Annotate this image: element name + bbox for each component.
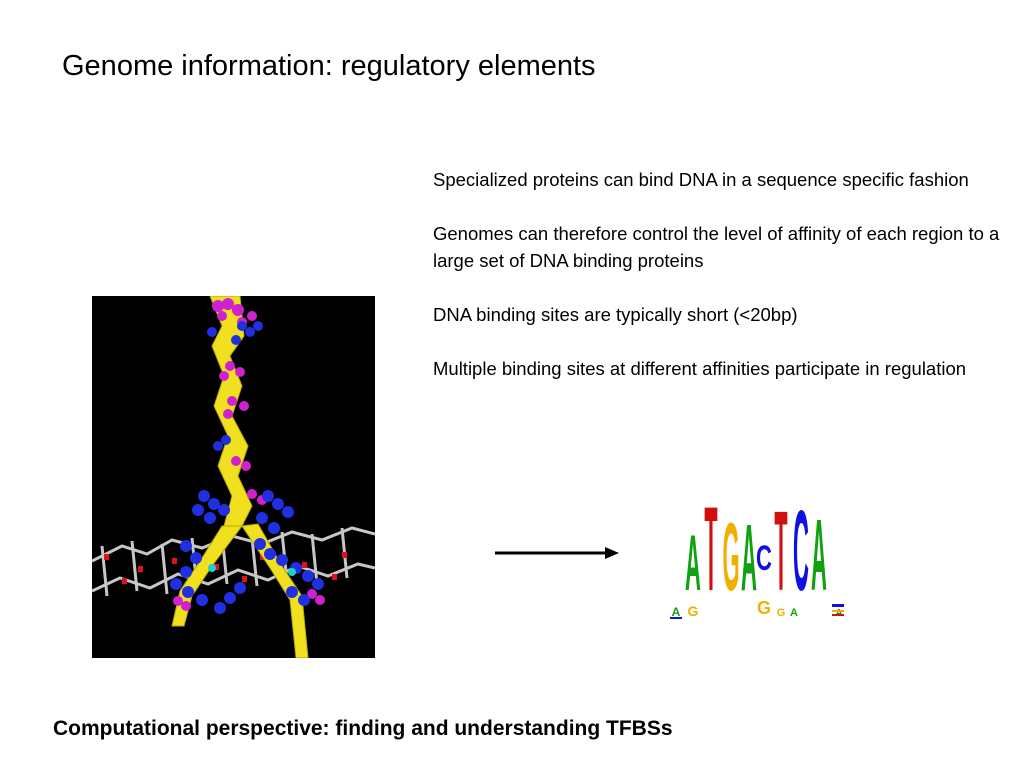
slide-title: Genome information: regulatory elements [62, 50, 596, 82]
bullet-1: Specialized proteins can bind DNA in a s… [433, 169, 969, 190]
logo-letter-A2: A [741, 505, 757, 611]
logo-letter-A3: A [811, 499, 827, 612]
logo-letter-T2: T [774, 489, 787, 615]
logo-minor-A2: A [790, 607, 798, 619]
logo-letter-C1: C [756, 539, 772, 579]
protein-dna-structure-image [92, 296, 375, 658]
sequence-logo: A T G A C T C A A G G G A A [670, 486, 844, 619]
bullet-4: Multiple binding sites at different affi… [433, 358, 967, 379]
right-arrow-icon [495, 547, 619, 559]
logo-minor-G2: G [757, 598, 771, 618]
logo-letter-A1: A [685, 519, 701, 608]
logo-minor-G3: G [777, 607, 786, 619]
protein-structure-svg [92, 296, 375, 658]
logo-minor-A3: A [835, 608, 842, 619]
logo-letter-C2: C [793, 487, 809, 615]
logo-letter-T1: T [704, 486, 717, 616]
bullet-2: Genomes can therefore control the level … [433, 223, 1000, 271]
bullet-3: DNA binding sites are typically short (<… [433, 304, 798, 325]
slide-footer: Computational perspective: finding and u… [53, 717, 673, 740]
slide-body: Specialized proteins can bind DNA in a s… [433, 166, 1003, 409]
logo-minor-G1: G [688, 603, 699, 619]
logo-letter-G1: G [722, 502, 739, 611]
logo-minor-A1: A [672, 605, 681, 619]
